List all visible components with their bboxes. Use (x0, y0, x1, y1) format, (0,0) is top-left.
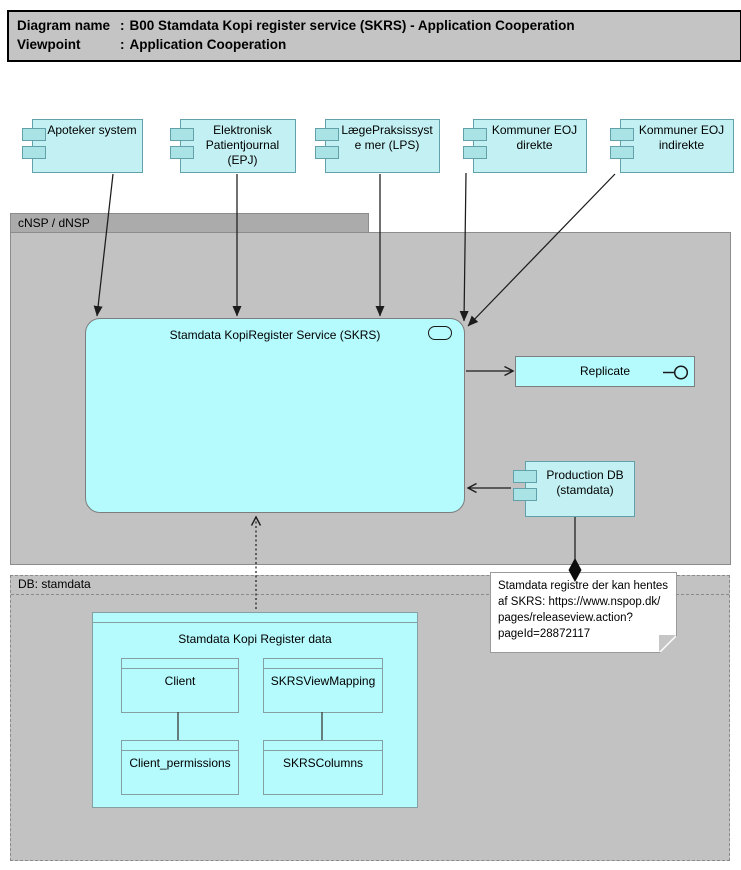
note-line: af SKRS: https://www.nspop.dk/ (498, 596, 661, 608)
group-db-stamdata-header: DB: stamdata (11, 576, 729, 595)
component-tab-icon (463, 128, 487, 141)
service-replicate-label: Replicate (579, 364, 631, 378)
title-separator: : (120, 37, 125, 52)
title-value: Application Cooperation (129, 37, 287, 52)
data-object-title: Stamdata Kopi Register data (178, 632, 332, 646)
title-row-diagram-name: Diagram name: B00 Stamdata Kopi register … (17, 16, 740, 35)
component-label: Apoteker system (47, 123, 137, 137)
data-object-strip (122, 741, 238, 751)
data-object-strip (93, 613, 417, 623)
component-tab-icon (463, 146, 487, 159)
component-tab-icon (315, 128, 339, 141)
component-label: LægePraksissyste mer (LPS) (341, 123, 433, 152)
group-cnsp-dnsp-label: cNSP / dNSP (18, 216, 90, 230)
component-label: Production DB (stamdata) (546, 468, 624, 497)
note-stamdata-registre: Stamdata registre der kan hentes af SKRS… (490, 572, 677, 653)
data-object-stamdata-kopi-register-data: Stamdata Kopi Register data Client SKRSV… (92, 612, 418, 808)
data-object-skrscolumns: SKRSColumns (263, 740, 383, 795)
component-kommuner-eoj-direkte: Kommuner EOJ direkte (463, 119, 587, 173)
interface-oval-icon (428, 326, 452, 340)
note-line: pages/releaseview.action? (498, 612, 633, 624)
service-skrs: Stamdata KopiRegister Service (SKRS) (85, 318, 465, 513)
component-production-db: Production DB (stamdata) (513, 461, 635, 517)
provided-interface-icon (663, 365, 689, 380)
data-object-strip (122, 659, 238, 669)
component-lps: LægePraksissyste mer (LPS) (315, 119, 440, 173)
component-tab-icon (170, 128, 194, 141)
title-label: Diagram name (17, 18, 111, 33)
component-epj: Elektronisk Patientjournal (EPJ) (170, 119, 296, 173)
diagram-title-bar: Diagram name: B00 Stamdata Kopi register … (7, 10, 741, 62)
component-tab-icon (513, 488, 537, 501)
data-object-skrsviewmapping: SKRSViewMapping (263, 658, 383, 713)
data-object-strip (264, 741, 382, 751)
service-replicate: Replicate (515, 356, 695, 387)
note-line: Stamdata registre der kan hentes (498, 580, 669, 592)
title-row-viewpoint: Viewpoint: Application Cooperation (17, 35, 740, 54)
component-apoteker-system: Apoteker system (22, 119, 143, 173)
title-label: Viewpoint (17, 37, 81, 52)
data-object-label: SKRSViewMapping (270, 674, 376, 688)
data-object-label: Client (164, 674, 196, 688)
component-tab-icon (315, 146, 339, 159)
component-label: Elektronisk Patientjournal (EPJ) (205, 123, 280, 167)
data-object-client: Client (121, 658, 239, 713)
component-tab-icon (610, 146, 634, 159)
note-line: pageId=28872117 (498, 628, 591, 640)
data-object-label: SKRSColumns (282, 756, 364, 770)
data-object-label: Client_permissions (129, 756, 231, 770)
group-cnsp-dnsp-header: cNSP / dNSP (10, 213, 369, 233)
data-object-client-permissions: Client_permissions (121, 740, 239, 795)
component-label: Kommuner EOJ direkte (491, 123, 578, 152)
component-label: Kommuner EOJ indirekte (638, 123, 725, 152)
component-tab-icon (22, 146, 46, 159)
data-object-strip (264, 659, 382, 669)
group-db-stamdata-label: DB: stamdata (18, 577, 91, 591)
component-tab-icon (513, 470, 537, 483)
component-tab-icon (170, 146, 194, 159)
service-skrs-label: Stamdata KopiRegister Service (SKRS) (169, 328, 381, 342)
title-separator: : (120, 18, 125, 33)
component-kommuner-eoj-indirekte: Kommuner EOJ indirekte (610, 119, 734, 173)
component-tab-icon (22, 128, 46, 141)
component-tab-icon (610, 128, 634, 141)
title-value: B00 Stamdata Kopi register service (SKRS… (129, 18, 575, 33)
